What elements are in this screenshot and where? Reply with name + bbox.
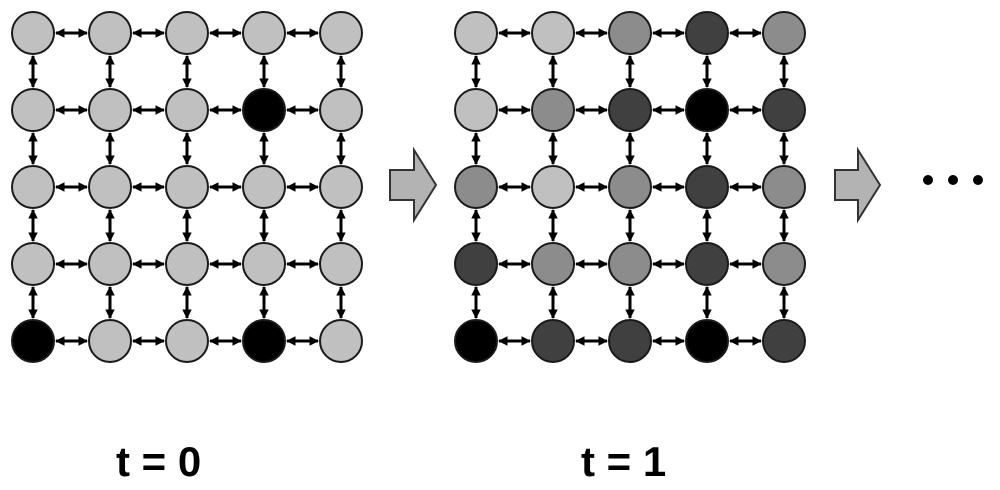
node-dark (454, 242, 498, 286)
node-light (165, 11, 209, 55)
node-black (11, 319, 55, 363)
node-light (11, 165, 55, 209)
node-light (11, 11, 55, 55)
node-light (165, 319, 209, 363)
node-dark (685, 242, 729, 286)
transition-arrow-2 (834, 146, 882, 224)
node-light (165, 165, 209, 209)
node-dark (608, 319, 652, 363)
node-black (685, 319, 729, 363)
node-light (165, 242, 209, 286)
node-light (11, 88, 55, 132)
node-light (531, 165, 575, 209)
node-light (319, 88, 363, 132)
node-black (242, 319, 286, 363)
node-light (319, 11, 363, 55)
node-light (531, 11, 575, 55)
node-dark (608, 88, 652, 132)
node-light (88, 165, 132, 209)
node-dark (685, 11, 729, 55)
node-light (454, 11, 498, 55)
node-medium (531, 242, 575, 286)
time-label-t1: t = 1 (581, 438, 667, 485)
node-dark (762, 319, 806, 363)
node-light (88, 88, 132, 132)
node-medium (762, 242, 806, 286)
node-light (242, 242, 286, 286)
grid-t1 (454, 11, 806, 363)
node-light (165, 88, 209, 132)
node-medium (531, 88, 575, 132)
node-dark (762, 88, 806, 132)
time-label-t0: t = 0 (116, 438, 202, 485)
node-light (242, 165, 286, 209)
node-medium (454, 165, 498, 209)
node-light (11, 242, 55, 286)
node-black (685, 88, 729, 132)
node-medium (762, 165, 806, 209)
node-light (88, 242, 132, 286)
node-black (242, 88, 286, 132)
node-light (319, 165, 363, 209)
grid-t0 (11, 11, 363, 363)
node-medium (608, 242, 652, 286)
node-medium (608, 165, 652, 209)
node-light (319, 319, 363, 363)
node-black (454, 319, 498, 363)
node-light (88, 11, 132, 55)
node-dark (685, 165, 729, 209)
node-light (242, 11, 286, 55)
node-medium (762, 11, 806, 55)
node-light (454, 88, 498, 132)
node-light (319, 242, 363, 286)
continuation-dots (923, 175, 983, 185)
node-medium (608, 11, 652, 55)
transition-arrow-1 (389, 146, 438, 224)
node-light (88, 319, 132, 363)
node-dark (531, 319, 575, 363)
